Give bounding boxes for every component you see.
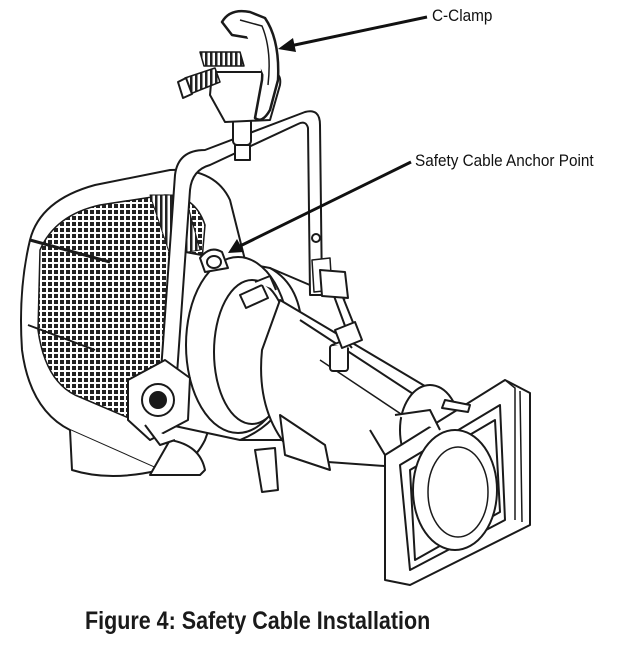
leader-lines <box>228 15 428 253</box>
c-clamp <box>177 9 282 161</box>
gel-frame-holder <box>369 379 531 586</box>
figure-caption: Figure 4: Safety Cable Installation <box>85 607 431 635</box>
safety-cable-anchor <box>199 248 229 273</box>
c-clamp-arrowhead <box>278 38 296 52</box>
yoke-knob <box>127 359 191 446</box>
yoke <box>159 110 349 389</box>
anchor-leader <box>237 160 412 249</box>
safety-cable-anchor-label: Safety Cable Anchor Point <box>415 151 594 170</box>
c-clamp-label: C-Clamp <box>432 6 493 25</box>
anchor-arrowhead <box>228 239 244 253</box>
c-clamp-leader <box>289 15 428 48</box>
